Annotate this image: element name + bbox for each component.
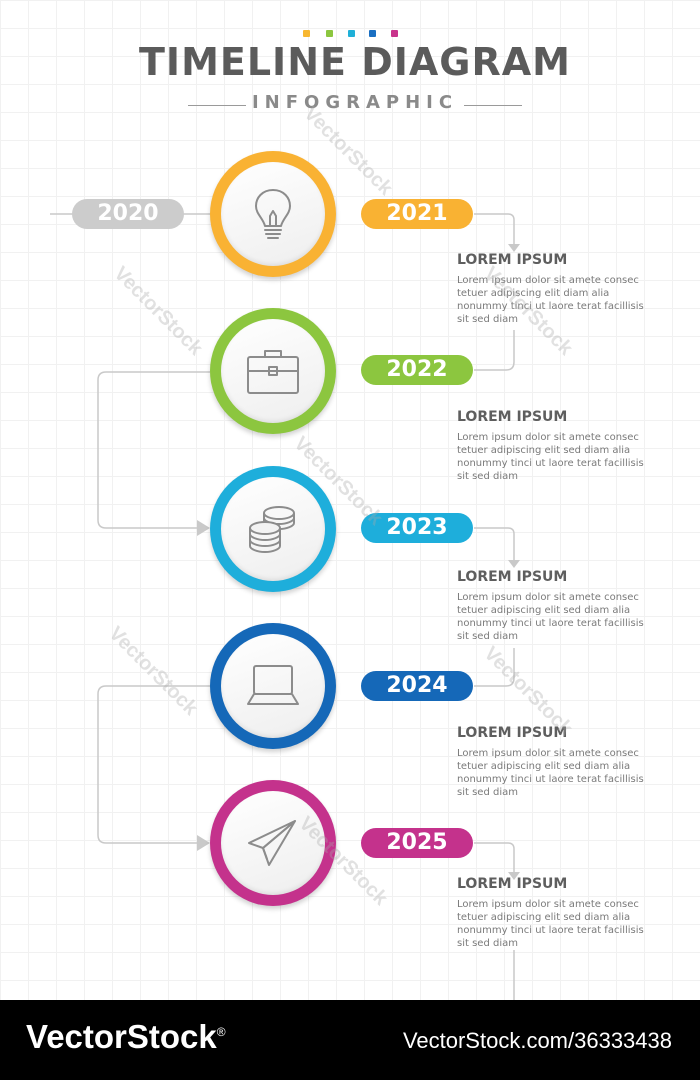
- connector-2023: [474, 527, 515, 560]
- connector-2024: [474, 648, 515, 687]
- arrow-head-loop-1: [197, 520, 210, 536]
- registered-mark: ®: [216, 1025, 226, 1039]
- year-pill-2025: 2025: [361, 828, 473, 858]
- step-heading-2024: LOREM IPSUM: [457, 725, 568, 741]
- year-pill-2021: 2021: [361, 199, 473, 229]
- year-pill-start: 2020: [72, 199, 184, 229]
- image-url: VectorStock.com/36333438: [402, 1028, 672, 1053]
- step-text-2021: Lorem ipsum dolor sit amete consec tetue…: [457, 275, 644, 325]
- paper-plane-icon: [248, 820, 296, 866]
- year-pill-2022: 2022: [361, 355, 473, 385]
- connector-lines: [50, 213, 520, 1000]
- loop-2022-2023: [97, 371, 210, 529]
- color-dot: [369, 30, 376, 37]
- loop-2024-2025: [97, 685, 210, 844]
- connector-2021: [474, 213, 515, 244]
- infographic-canvas: TIMELINE DIAGRAM INFOGRAPHIC 2020 2021 L…: [0, 0, 700, 1000]
- arrow-head-loop-2: [197, 835, 210, 851]
- coins-icon: [249, 506, 295, 554]
- color-dot: [391, 30, 398, 37]
- step-heading-2021: LOREM IPSUM: [457, 252, 568, 268]
- brand-name: VectorStock: [26, 1018, 217, 1055]
- step-text-2023: Lorem ipsum dolor sit amete consec tetue…: [457, 592, 644, 642]
- step-heading-2022: LOREM IPSUM: [457, 409, 568, 425]
- color-dot: [303, 30, 310, 37]
- step-heading-2025: LOREM IPSUM: [457, 876, 568, 892]
- timeline-node-2024: [210, 623, 336, 749]
- year-pill-2023: 2023: [361, 513, 473, 543]
- briefcase-icon: [247, 350, 299, 394]
- arrow-head-2023: [508, 560, 520, 568]
- step-text-2022: Lorem ipsum dolor sit amete consec tetue…: [457, 432, 644, 482]
- step-text-2025: Lorem ipsum dolor sit amete consec tetue…: [457, 899, 644, 949]
- brand-logo: VectorStock®: [26, 1018, 226, 1056]
- step-text-2024: Lorem ipsum dolor sit amete consec tetue…: [457, 748, 644, 798]
- lightbulb-icon: [255, 189, 291, 239]
- timeline-node-2021: [210, 151, 336, 277]
- page-subtitle: INFOGRAPHIC: [251, 92, 459, 113]
- year-pill-2024: 2024: [361, 671, 473, 701]
- step-heading-2023: LOREM IPSUM: [457, 569, 568, 585]
- subtitle-rule-right: [464, 105, 522, 106]
- footer-bar: VectorStock® VectorStock.com/36333438: [0, 1000, 700, 1080]
- timeline-node-2023: [210, 466, 336, 592]
- laptop-icon: [247, 665, 299, 705]
- arrow-head-2021: [508, 244, 520, 252]
- arrow-head-2025: [508, 872, 520, 880]
- connector-2022: [474, 330, 515, 371]
- color-dot: [348, 30, 355, 37]
- timeline-node-2022: [210, 308, 336, 434]
- timeline-node-2025: [210, 780, 336, 906]
- color-dot: [326, 30, 333, 37]
- page-title: TIMELINE DIAGRAM: [139, 40, 571, 84]
- connector-2025: [474, 842, 515, 872]
- subtitle-rule-left: [188, 105, 246, 106]
